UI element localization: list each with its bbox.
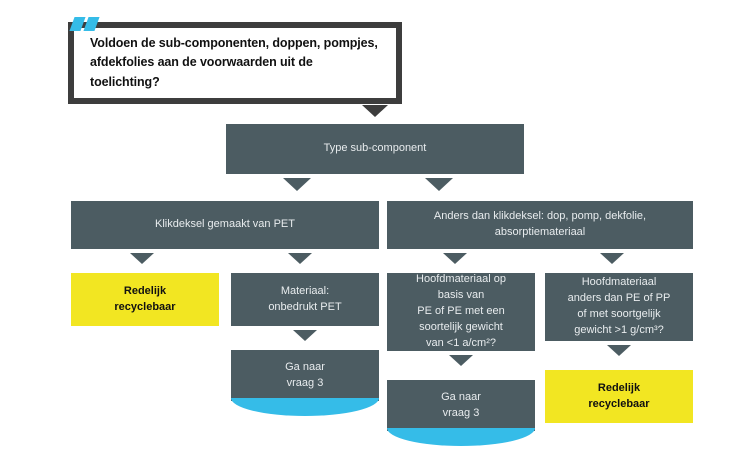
node-hoofdmateriaal-pe: Hoofdmateriaal op basis van PE of PE met… (387, 273, 535, 351)
arrow-anders-to-hoofdmateriaal-pe (443, 253, 467, 264)
arrow-hoofdanders-to-redelijk (607, 345, 631, 356)
node-redelijk-recyclebaar-right: Redelijk recyclebaar (545, 370, 693, 423)
node-label: Ga naar vraag 3 (285, 360, 325, 389)
node-anders-dan-klikdeksel: Anders dan klikdeksel: dop, pomp, dekfol… (387, 201, 693, 249)
arrow-materiaal-to-ganaar (293, 330, 317, 341)
blue-double-slash-mark (69, 17, 112, 31)
arrow-klikdeksel-to-materiaal (288, 253, 312, 264)
arrow-klikdeksel-to-redelijk (130, 253, 154, 264)
node-label: Type sub-component (323, 142, 427, 155)
arrow-banner-to-type (362, 105, 388, 117)
node-label: Anders dan klikdeksel: dop, pomp, dekfol… (433, 210, 647, 238)
node-redelijk-recyclebaar-left: Redelijk recyclebaar (71, 273, 219, 326)
question-text: Voldoen de sub-componenten, doppen, pomp… (90, 35, 378, 89)
node-hoofdmateriaal-anders: Hoofdmateriaal anders dan PE of PP of me… (545, 273, 693, 341)
node-materiaal-onbedrukt-pet: Materiaal: onbedrukt PET (231, 273, 379, 326)
arrow-anders-to-hoofdmateriaal-anders (600, 253, 624, 264)
node-label: Ga naar vraag 3 (441, 390, 481, 419)
node-label: Hoofdmateriaal op basis van PE of PE met… (416, 273, 506, 349)
node-type-sub-component: Type sub-component (226, 124, 524, 174)
question-banner: Voldoen de sub-componenten, doppen, pomp… (68, 22, 402, 104)
node-label: Materiaal: onbedrukt PET (268, 284, 342, 313)
node-label: Klikdeksel gemaakt van PET (154, 218, 295, 231)
node-label: Hoofdmateriaal anders dan PE of PP of me… (567, 276, 671, 336)
node-label: Redelijk recyclebaar (114, 284, 176, 313)
node-ga-naar-vraag-3-middle: Ga naar vraag 3 (387, 380, 535, 431)
blue-slash-icon-2 (83, 17, 100, 31)
node-klikdeksel-pet: Klikdeksel gemaakt van PET (71, 201, 379, 249)
node-ga-naar-vraag-3-left: Ga naar vraag 3 (231, 350, 379, 401)
arrow-type-to-anders (425, 178, 453, 191)
blue-curved-footer-middle (387, 428, 535, 446)
arrow-type-to-klikdeksel (283, 178, 311, 191)
arrow-hoofdpe-to-ganaar (449, 355, 473, 366)
node-label: Redelijk recyclebaar (588, 381, 650, 410)
blue-curved-footer-left (231, 398, 379, 416)
